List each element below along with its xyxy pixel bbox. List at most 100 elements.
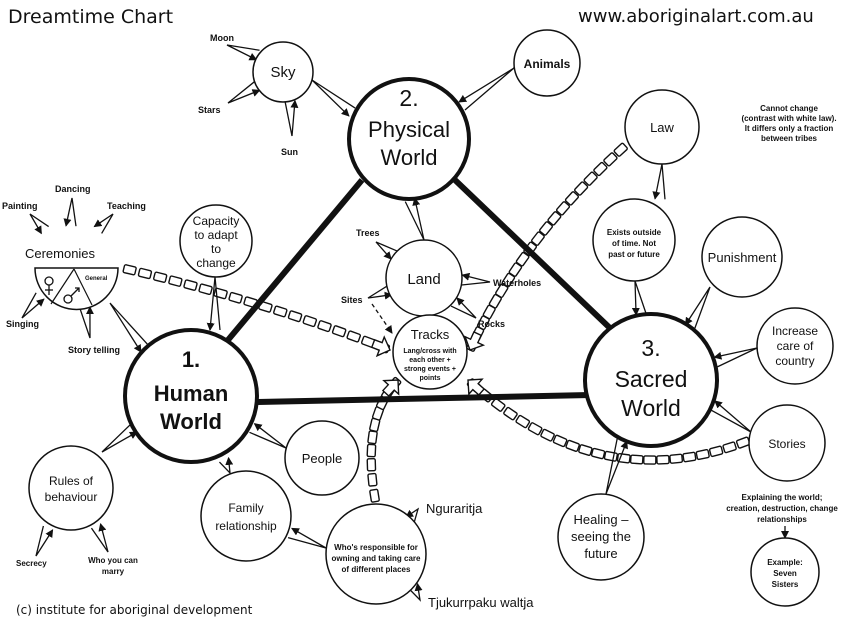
physical-number: 2. <box>399 85 418 111</box>
label-waterholes: Waterholes <box>493 278 541 288</box>
tracks-desc-4: points <box>420 375 441 382</box>
arrow-responsible-ngararitja <box>405 507 420 524</box>
node-rules-of-behaviour: Rules of behaviour <box>28 445 114 531</box>
chain-ceremonies-tracks <box>122 264 391 358</box>
node-punishment: Punishment <box>701 216 783 298</box>
link-human-physical <box>225 178 365 342</box>
sites-dashed-arrow <box>371 303 393 334</box>
arrow-sacred-healing <box>605 438 628 495</box>
arrow-sky-stars <box>227 81 261 104</box>
svg-text:behaviour: behaviour <box>45 490 98 504</box>
arrow-cer-dancing <box>63 197 77 227</box>
arrow-human-rules <box>101 423 138 453</box>
svg-text:owning and taking care: owning and taking care <box>332 554 421 563</box>
copyright: (c) institute for aboriginal development <box>16 603 253 617</box>
node-capacity-to-adapt: Capacity to adapt to change <box>179 204 253 278</box>
arrow-responsible-tjukurr <box>408 582 423 602</box>
svg-text:Family: Family <box>228 501 263 515</box>
arrow-sky-moon <box>226 44 260 61</box>
website-url: www.aboriginalart.com.au <box>578 6 814 27</box>
label-who-marry-2: marry <box>102 567 125 576</box>
label-secrecy: Secrecy <box>16 559 47 568</box>
svg-text:Healing –: Healing – <box>574 512 630 527</box>
label-who-marry-1: Who you can <box>88 556 138 565</box>
ceremonies-label: Ceremonies <box>25 246 96 261</box>
svg-text:relationships: relationships <box>757 515 807 524</box>
svg-text:Capacity: Capacity <box>193 214 240 228</box>
stories-note: Explaining the world; creation, destruct… <box>726 493 838 524</box>
label-nguraritja: Nguraritja <box>426 501 483 516</box>
svg-text:creation, destruction, change: creation, destruction, change <box>726 504 838 513</box>
law-label: Law <box>650 120 674 135</box>
arrow-land-trees <box>375 241 398 260</box>
sacred-line2: World <box>621 395 681 421</box>
label-dancing: Dancing <box>55 184 91 194</box>
svg-text:Who's responsible for: Who's responsible for <box>334 543 418 552</box>
svg-text:future: future <box>584 546 617 561</box>
svg-text:care of: care of <box>777 339 814 353</box>
node-whos-responsible: Who's responsible for owning and taking … <box>325 503 427 605</box>
svg-text:seeing the: seeing the <box>571 529 631 544</box>
punishment-label: Punishment <box>708 250 777 265</box>
arrow-sacred-increase <box>713 347 758 368</box>
arrow-sacred-punishment <box>684 286 711 330</box>
chain-law-tracks <box>463 142 628 352</box>
node-law: Law <box>624 89 700 165</box>
arrow-human-family <box>218 456 234 475</box>
svg-text:of time. Not: of time. Not <box>612 239 656 248</box>
svg-text:between tribes: between tribes <box>761 134 818 143</box>
law-note: Cannot change (contrast with white law).… <box>741 104 836 143</box>
female-symbol-icon <box>44 276 54 295</box>
label-sun: Sun <box>281 147 298 157</box>
label-singing: Singing <box>6 319 39 329</box>
ceremonies-general-label: General <box>85 276 108 282</box>
label-painting: Painting <box>2 201 38 211</box>
stories-label: Stories <box>768 437 805 451</box>
arrow-family-responsible <box>287 527 327 549</box>
arrow-sky-sun <box>284 99 299 137</box>
arrow-land-sites <box>367 284 393 300</box>
arrow-human-capacity <box>206 276 221 331</box>
svg-text:relationship: relationship <box>215 519 277 533</box>
node-stories: Stories <box>748 404 826 482</box>
sacred-number: 3. <box>641 335 660 361</box>
sacred-line1: Sacred <box>615 366 688 392</box>
tracks-title: Tracks <box>411 327 450 342</box>
node-seven-sisters: Example: Seven Sisters <box>750 537 820 607</box>
svg-text:Example:: Example: <box>767 558 803 567</box>
arrow-physical-sky <box>311 79 356 117</box>
svg-text:Cannot change: Cannot change <box>760 104 818 113</box>
arrow-cer-story <box>79 306 94 339</box>
male-symbol-icon <box>63 287 80 304</box>
arrow-land-waterholes <box>461 272 491 286</box>
svg-text:to: to <box>211 242 221 256</box>
people-label: People <box>302 451 342 466</box>
tracks-desc-2: each other + <box>409 357 450 364</box>
arrow-rules-secrecy <box>35 525 54 557</box>
link-human-sacred <box>257 392 591 405</box>
human-line1: Human <box>154 381 229 406</box>
label-story-telling: Story telling <box>68 345 120 355</box>
svg-text:past or future: past or future <box>608 250 660 259</box>
animals-label: Animals <box>524 57 571 71</box>
chart-title: Dreamtime Chart <box>8 6 174 28</box>
node-sky: Sky <box>252 41 314 103</box>
physical-line1: Physical <box>368 117 450 142</box>
node-family-relationship: Family relationship <box>200 470 292 562</box>
arrow-human-ceremonies <box>109 302 150 353</box>
svg-text:of different places: of different places <box>342 565 411 574</box>
node-healing: Healing – seeing the future <box>557 493 645 581</box>
land-label: Land <box>407 271 440 288</box>
tracks-desc-3: strong events + <box>404 366 456 373</box>
arrow-exists-law <box>652 163 666 200</box>
label-moon: Moon <box>210 33 234 43</box>
node-people: People <box>284 420 360 496</box>
label-stars: Stars <box>198 105 221 115</box>
label-teaching: Teaching <box>107 201 146 211</box>
label-sites: Sites <box>341 295 363 305</box>
arrow-cer-painting <box>29 213 50 235</box>
svg-text:change: change <box>196 256 236 270</box>
arrow-rules-marry <box>90 522 109 553</box>
